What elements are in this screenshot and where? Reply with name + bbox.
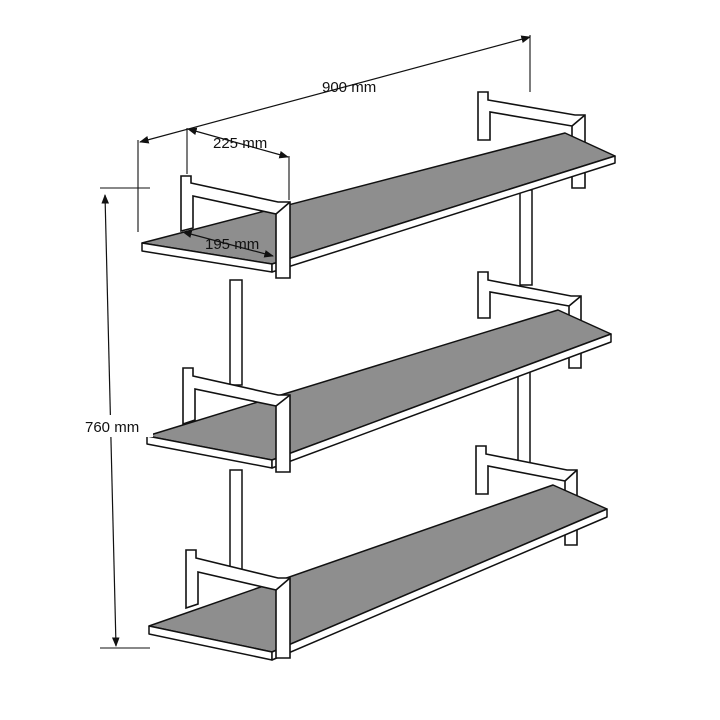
dimension-900: 900 mm [137, 35, 531, 232]
shelf-middle [146, 271, 612, 473]
bracket-mid-left [182, 367, 291, 473]
bracket-width-dimension-line [187, 127, 289, 159]
dimension-225: 225 mm [186, 127, 290, 200]
bracket-width-label: 225 mm [213, 135, 267, 152]
bracket-mid-right [477, 271, 582, 369]
bracket-bot-right [475, 445, 578, 546]
shelf-bottom [148, 445, 608, 661]
post-right-lower [517, 369, 531, 466]
depth-dimension-line [182, 230, 274, 258]
depth-label: 195 mm [205, 236, 259, 253]
width-dimension-line [139, 35, 531, 144]
width-label: 900 mm [322, 79, 376, 96]
dimension-195: 195 mm [182, 230, 274, 258]
post-left-upper [229, 279, 243, 386]
bracket-top-left [180, 175, 291, 279]
bracket-bot-left [185, 549, 291, 659]
height-label: 760 mm [85, 419, 139, 436]
vertical-posts [229, 189, 533, 576]
post-right-upper [519, 189, 533, 286]
dimension-760: 760 mm [83, 187, 153, 649]
post-left-lower [229, 469, 243, 576]
